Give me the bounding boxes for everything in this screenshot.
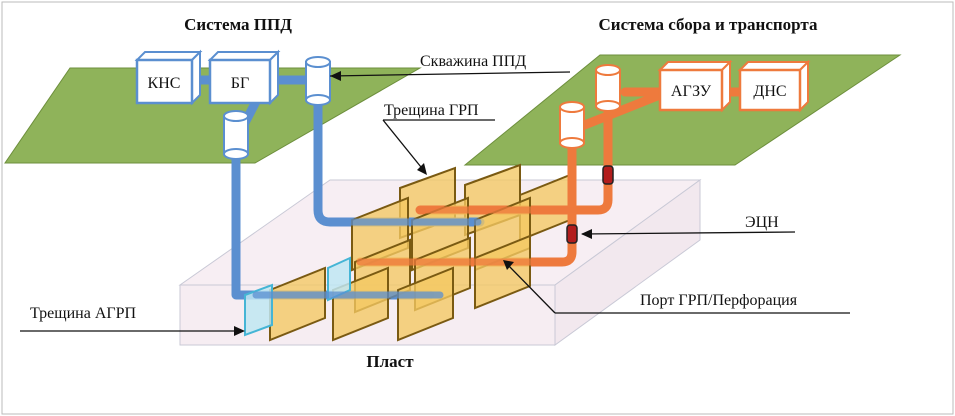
frac-label: Трещина ГРП: [384, 102, 479, 119]
esp-label: ЭЦН: [745, 214, 779, 231]
facility-dns: ДНС: [737, 59, 811, 113]
production-well-head-1: [595, 64, 621, 112]
esp-marker-1: [566, 224, 578, 244]
agzu-label: АГЗУ: [671, 83, 712, 100]
gathering-system-title: Система сбора и транспорта: [599, 15, 818, 34]
agrp-label: Трещина АГРП: [30, 305, 137, 322]
injection-well-head: [305, 56, 331, 106]
facility-bg: БГ: [207, 49, 281, 106]
reservoir-title: Пласт: [366, 352, 414, 371]
frac-port-label: Порт ГРП/Перфорация: [640, 292, 798, 309]
esp-marker-2: [602, 165, 614, 185]
ppd-well-label: Скважина ППД: [420, 53, 526, 70]
facility-agzu: АГЗУ: [657, 59, 733, 113]
pipe-overlays: [252, 206, 602, 299]
kns-label: КНС: [148, 75, 181, 92]
injection-well-head-2: [223, 110, 249, 160]
production-well-head-2: [559, 101, 585, 149]
bg-label: БГ: [231, 75, 249, 92]
ppd-system-title: Система ППД: [184, 15, 292, 34]
arrowheads: [234, 71, 592, 336]
fractures-front: [269, 196, 531, 342]
dns-label: ДНС: [753, 83, 786, 100]
leader-lines: [20, 71, 850, 332]
facility-kns: КНС: [134, 49, 203, 106]
